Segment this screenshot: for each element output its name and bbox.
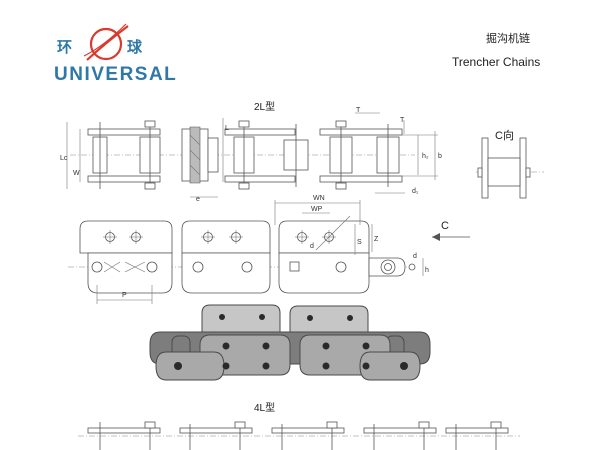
section-4l-label: 4L型	[254, 403, 276, 414]
top-view-chain: Lc W L T T h₂ b e d₁	[60, 107, 442, 203]
dim-s: S	[357, 239, 362, 246]
dim-d: d	[310, 243, 314, 250]
dim-l: L	[225, 125, 229, 132]
dim-wp: WP	[311, 206, 323, 213]
view-c-arrow-label: C	[441, 220, 449, 232]
dim-e: e	[196, 196, 200, 203]
dim-h2: h₂	[422, 153, 429, 160]
dim-z: Z	[374, 236, 379, 243]
chain-render-image	[149, 304, 431, 381]
brand-name-en: UNIVERSAL	[54, 64, 178, 85]
dim-h: h	[425, 267, 429, 274]
dim-d1: d₁	[412, 188, 419, 195]
dim-b: b	[438, 153, 442, 160]
logo: 环 球 UNIVERSAL	[35, 20, 178, 90]
logo-globe-icon	[83, 23, 129, 61]
c-view-drawing	[476, 137, 544, 199]
brand-name-cn-left: 环	[57, 38, 73, 56]
dim-dd: d	[413, 253, 417, 260]
dim-t-top: T	[356, 107, 361, 114]
dim-wn: WN	[313, 195, 325, 202]
dim-w: W	[73, 170, 80, 177]
dim-p: P	[122, 292, 127, 299]
page-title-en: Trencher Chains	[452, 55, 541, 69]
bottom-view-4l-chain	[78, 421, 520, 450]
view-c-label: C向	[495, 130, 514, 142]
side-view-chain: WN WP d S Z d h P	[68, 195, 470, 304]
section-2l-label: 2L型	[254, 102, 276, 113]
page-title-cn: 掘沟机链	[486, 32, 530, 45]
dim-t-right: T	[400, 117, 405, 124]
brand-name-cn-right: 球	[127, 38, 143, 56]
dim-lc: Lc	[60, 155, 68, 162]
